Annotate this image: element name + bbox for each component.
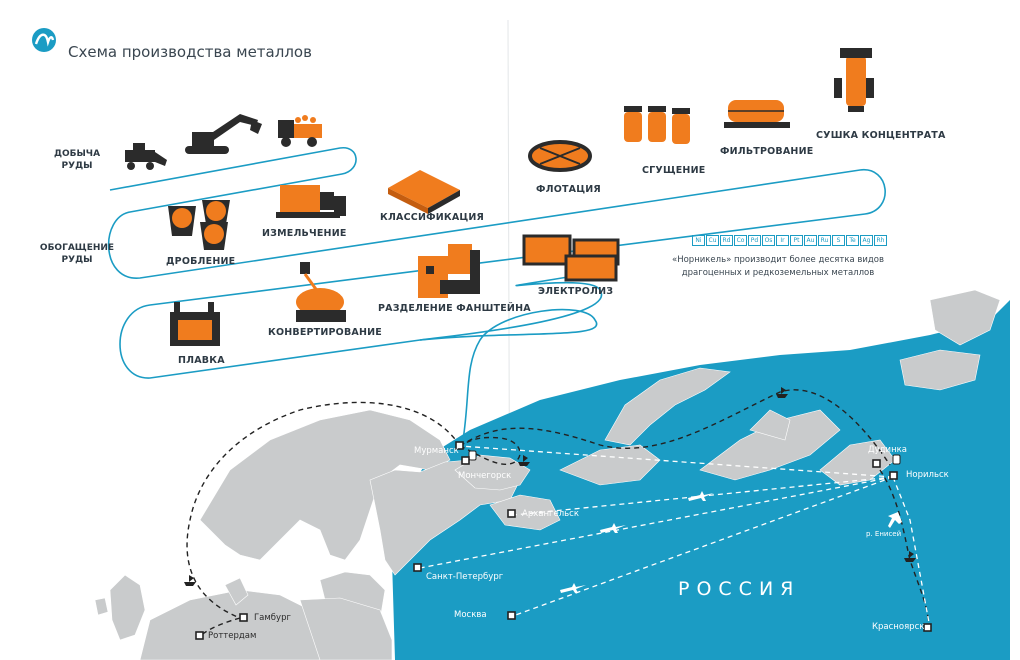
- city-marker-krasnoyarsk: [923, 623, 932, 632]
- flotation-cell-icon: [528, 140, 592, 172]
- plane-icon: [560, 583, 586, 593]
- city-marker-hamburg: [239, 613, 248, 622]
- metal-chip: Ni: [692, 235, 705, 246]
- city-spb: Санкт-Петербург: [426, 572, 504, 582]
- city-marker-dudinka: [872, 459, 881, 468]
- furnace-icon: [170, 302, 220, 346]
- train-icon: [892, 454, 901, 465]
- ship-icon: [518, 455, 530, 466]
- metals-note: «Норникель» производит более десятка вид…: [672, 255, 884, 278]
- process-flow-line: [107, 147, 886, 379]
- metal-chip: Au: [804, 235, 817, 246]
- section-mining: ДОБЫЧА РУДЫ: [32, 148, 122, 172]
- filter-icon: [724, 100, 790, 128]
- stage-classification: КЛАССИФИКАЦИЯ: [380, 212, 485, 223]
- country-label: РОССИЯ: [678, 578, 801, 600]
- metal-chip: Rd: [720, 235, 733, 246]
- logo-icon: [32, 28, 56, 52]
- plane-icon: [600, 523, 626, 533]
- section-mining-label: ДОБЫЧА РУДЫ: [53, 149, 101, 171]
- stage-filtration: ФИЛЬТРОВАНИЕ: [720, 146, 814, 157]
- metal-chip: Te: [846, 235, 859, 246]
- city-rotterdam: Роттердам: [208, 631, 257, 641]
- sea-area: [392, 300, 1010, 660]
- metal-chip: Os: [762, 235, 775, 246]
- city-hamburg: Гамбург: [254, 613, 291, 623]
- stage-separation: РАЗДЕЛЕНИЕ ФАНШТЕЙНА: [378, 303, 531, 314]
- metal-chip: Pd: [748, 235, 761, 246]
- plane-icon: [888, 512, 902, 528]
- stage-flotation: ФЛОТАЦИЯ: [536, 184, 601, 195]
- metal-chip: Ir: [776, 235, 789, 246]
- plane-icon: [688, 491, 714, 501]
- excavator-icon: [185, 114, 262, 154]
- mill-icon: [276, 185, 346, 218]
- stage-grinding: ИЗМЕЛЬЧЕНИЕ: [262, 228, 347, 239]
- train-icon: [468, 450, 477, 461]
- metal-chip: Ag: [860, 235, 873, 246]
- city-krasnoyarsk: Красноярск: [872, 622, 925, 632]
- stage-thickening: СГУЩЕНИЕ: [642, 165, 706, 176]
- process-flow-tail: [419, 308, 598, 441]
- crusher-icon: [168, 200, 230, 250]
- metal-chip: Rh: [874, 235, 887, 246]
- metal-chip: Ru: [818, 235, 831, 246]
- metal-chip: Co: [734, 235, 747, 246]
- city-marker-murmansk: [455, 441, 464, 450]
- section-enrichment: ОБОГАЩЕНИЕ РУДЫ: [32, 242, 122, 266]
- city-monchegorsk: Мончегорск: [458, 471, 512, 481]
- classifier-icon: [388, 170, 460, 214]
- truck-icon: [278, 115, 322, 147]
- city-moscow: Москва: [454, 610, 487, 620]
- city-dudinka: Дудинка: [868, 445, 907, 455]
- city-marker-arkhangelsk: [507, 509, 516, 518]
- converter-icon: [296, 262, 346, 322]
- stage-drying: СУШКА КОНЦЕНТРАТА: [816, 130, 946, 141]
- page-title: Схема производства металлов: [68, 43, 312, 61]
- mining-loader-icon: [125, 143, 167, 170]
- city-marker-monchegorsk: [461, 456, 470, 465]
- stage-smelting: ПЛАВКА: [178, 355, 225, 366]
- ship-icon: [184, 575, 196, 586]
- ship-icon: [776, 387, 788, 398]
- river-label: р. Енисей: [866, 530, 902, 538]
- city-marker-rotterdam: [195, 631, 204, 640]
- city-norilsk: Норильск: [906, 470, 949, 480]
- separation-icon: [418, 244, 480, 298]
- metal-chip: S: [832, 235, 845, 246]
- stage-electrolysis: ЭЛЕКТРОЛИЗ: [538, 286, 614, 297]
- dryer-icon: [834, 48, 874, 112]
- metal-chip: Cu: [706, 235, 719, 246]
- thickener-icon: [624, 106, 690, 144]
- section-enrichment-label: ОБОГАЩЕНИЕ РУДЫ: [39, 243, 115, 265]
- electrolysis-icon: [522, 234, 620, 282]
- city-marker-norilsk: [889, 471, 898, 480]
- city-murmansk: Мурманск: [414, 446, 459, 456]
- stage-crushing: ДРОБЛЕНИЕ: [166, 256, 236, 267]
- city-arkhangelsk: Архангельск: [522, 509, 579, 519]
- stage-converting: КОНВЕРТИРОВАНИЕ: [268, 327, 382, 338]
- ship-icon: [904, 551, 916, 562]
- metal-chip: Pt: [790, 235, 803, 246]
- city-marker-spb: [413, 563, 422, 572]
- city-marker-moscow: [507, 611, 516, 620]
